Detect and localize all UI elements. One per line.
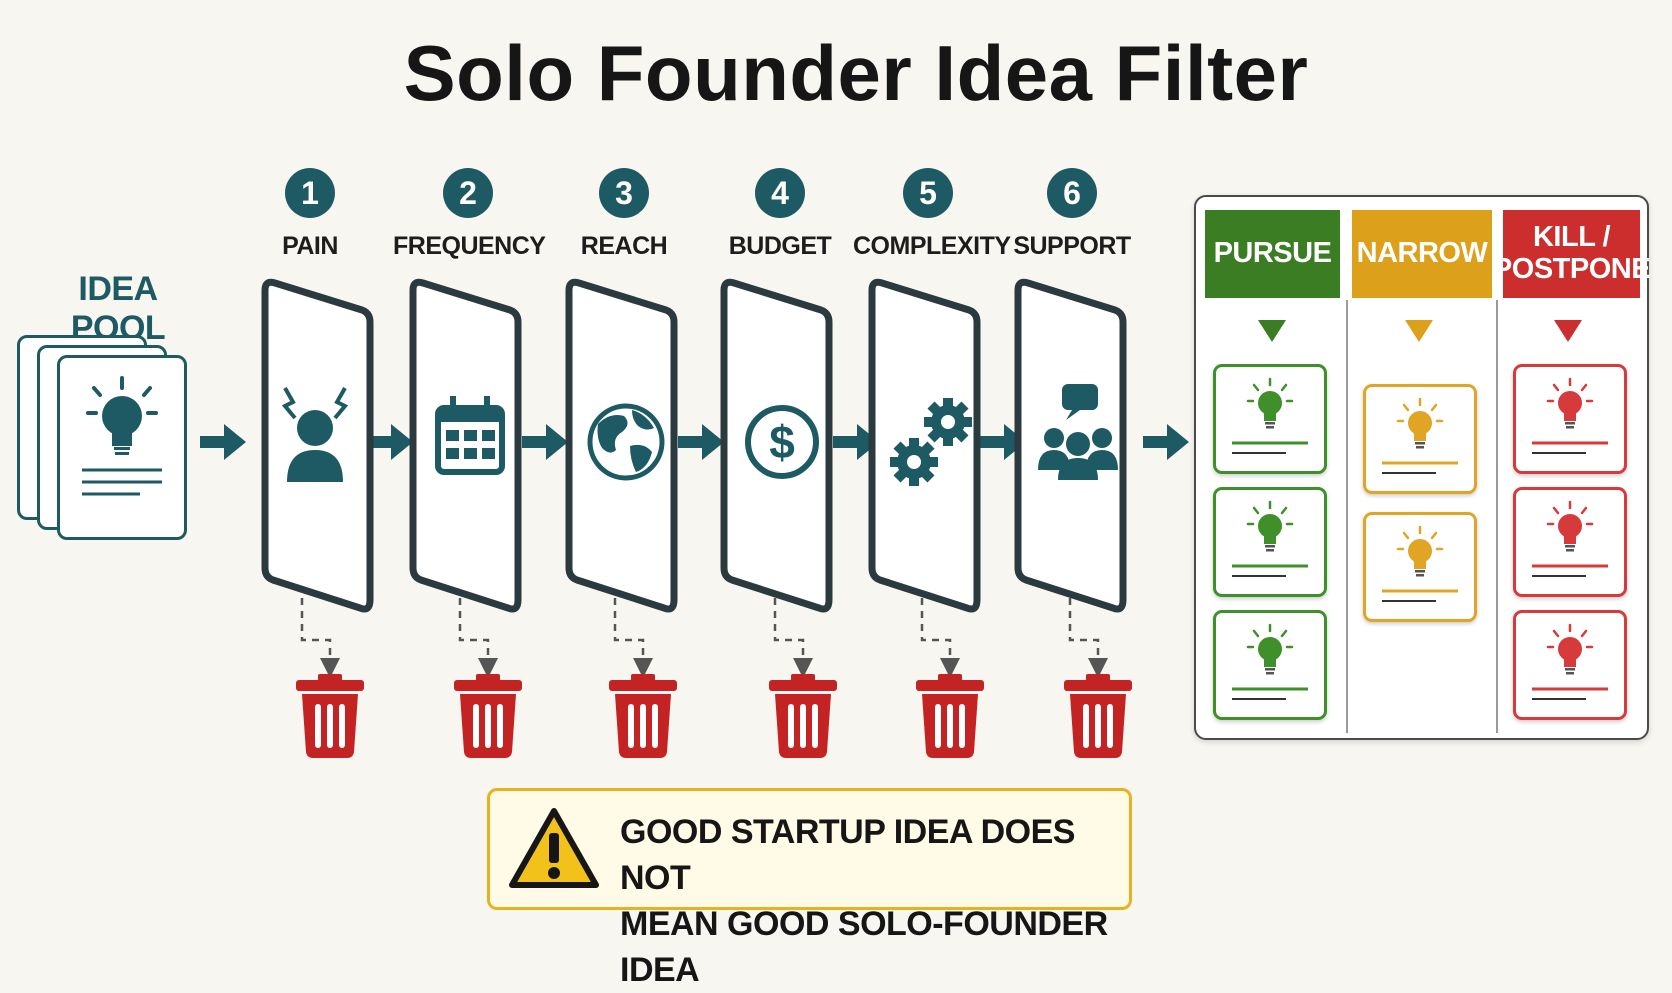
step-number-2: 2 [443, 168, 493, 218]
warning-text: GOOD STARTUP IDEA DOES NOT MEAN GOOD SOL… [620, 809, 1129, 993]
gear-tooth [926, 457, 938, 467]
globe-icon [587, 403, 665, 481]
idea-card [1363, 384, 1477, 494]
warning-line-2: MEAN GOOD SOLO-FOUNDER IDEA [620, 905, 1108, 989]
step-number-1: 1 [285, 168, 335, 218]
reject-path-5 [920, 598, 960, 678]
trash-bin-icon [296, 674, 364, 758]
narrow-down-arrow [1405, 320, 1433, 342]
trash-bin-icon [609, 674, 677, 758]
gear-tooth [918, 441, 935, 458]
warning-callout: GOOD STARTUP IDEA DOES NOT MEAN GOOD SOL… [487, 788, 1132, 989]
flow-arrow-2 [367, 424, 413, 460]
lightbulb-icon [1382, 397, 1458, 474]
outcome-markers [1258, 320, 1582, 342]
reject-path-3 [613, 598, 653, 678]
lightbulb-icon [1532, 377, 1608, 454]
reject-path-4 [773, 598, 813, 678]
gear-tooth [918, 466, 935, 483]
idea-pool-label: IDEA POOL [70, 270, 166, 347]
flow-arrow-4 [678, 424, 724, 460]
flow-arrow-1 [200, 424, 246, 460]
reject-path-2 [458, 598, 498, 678]
warning-triangle-icon [509, 808, 599, 888]
step-label-6: SUPPORT [1013, 232, 1131, 260]
svg-text:$: $ [769, 416, 795, 468]
gear-tooth [960, 417, 972, 427]
step-number-3: 3 [599, 168, 649, 218]
lightbulb-icon [1532, 500, 1608, 577]
idea-card [1513, 610, 1627, 720]
trash-bin-icon [769, 674, 837, 758]
idea-card [1213, 487, 1327, 597]
column-divider [1496, 300, 1498, 733]
lightbulb-icon [82, 376, 162, 496]
kill-down-arrow [1554, 320, 1582, 342]
page-title: Solo Founder Idea Filter [403, 29, 1309, 117]
step-label-1: PAIN [282, 232, 338, 260]
lightbulb-icon [1232, 500, 1308, 577]
step-number-5: 5 [903, 168, 953, 218]
idea-card [1213, 610, 1327, 720]
gear-tooth [952, 401, 969, 418]
step-label-5: COMPLEXITY [853, 232, 1011, 260]
trash-bin-icon [454, 674, 522, 758]
idea-pool-card-front [57, 355, 187, 540]
step-label-2: FREQUENCY [393, 232, 546, 260]
reject-path-1 [300, 598, 340, 678]
trash-bin-icon [1064, 674, 1132, 758]
step-number-6: 6 [1047, 168, 1097, 218]
filter-gate-2 [409, 278, 522, 613]
gear-tooth [924, 417, 936, 427]
flow-arrow-3 [522, 424, 568, 460]
gear-tooth [890, 457, 902, 467]
gear-tooth [943, 434, 953, 446]
dollar-coin-icon: $ [745, 405, 819, 479]
filter-gate-4 [720, 278, 833, 613]
lightbulb-icon [1532, 623, 1608, 700]
gear-tooth [909, 438, 919, 450]
gear-tooth [927, 401, 944, 418]
step-label-4: BUDGET [728, 232, 832, 260]
idea-card [1213, 364, 1327, 474]
idea-card [1513, 364, 1627, 474]
gear-tooth [952, 426, 969, 443]
gear-tooth [909, 474, 919, 486]
stressed-person-icon [281, 387, 349, 482]
idea-card [1513, 487, 1627, 597]
pursue-header: PURSUE [1205, 210, 1340, 298]
column-divider [1346, 300, 1348, 733]
warning-line-1: GOOD STARTUP IDEA DOES NOT [620, 813, 1075, 897]
filter-pipeline: $ [200, 278, 1189, 758]
gear-tooth [893, 441, 910, 458]
gears-icon [890, 398, 972, 486]
idea-card [1363, 512, 1477, 622]
gear-tooth [893, 466, 910, 483]
step-number-4: 4 [755, 168, 805, 218]
lightbulb-icon [1232, 623, 1308, 700]
calendar-icon [435, 396, 505, 475]
filter-gate-3 [565, 278, 678, 613]
gear-tooth [927, 426, 944, 443]
lightbulb-icon [1382, 525, 1458, 602]
kill-postpone-header: KILL /POSTPONE [1493, 210, 1651, 298]
trash-bin-icon [916, 674, 984, 758]
step-label-3: REACH [580, 232, 668, 260]
lightbulb-icon [1232, 377, 1308, 454]
reject-path-6 [1068, 598, 1108, 678]
narrow-header: NARROW [1352, 210, 1492, 298]
flow-arrow-7 [1143, 424, 1189, 460]
pursue-down-arrow [1258, 320, 1286, 342]
gear-tooth [943, 398, 953, 410]
chat-group-icon [1038, 384, 1118, 480]
flow-arrow-5 [833, 424, 879, 460]
